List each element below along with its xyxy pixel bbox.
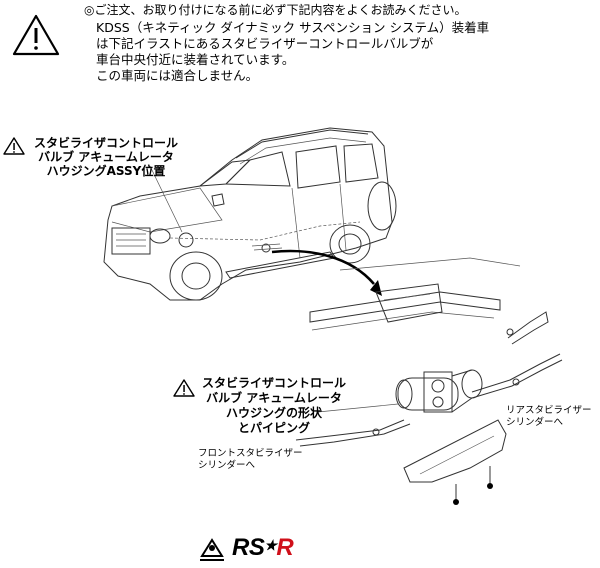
label-valve-shape: スタビライザコントロール バルブ アキュームレータ ハウジングの形状 とパイピン… <box>202 376 347 435</box>
label-valve-position: スタビライザコントロール バルブ アキュームレータ ハウジングASSY位置 <box>34 136 179 178</box>
brand-prefix: RS <box>232 534 265 561</box>
label-rear-cylinder: リアスタビライザー シリンダーへ <box>506 405 592 428</box>
notice-body: KDSS（キネティック ダイナミック サスペンション システム）装着車 は下記イ… <box>96 20 490 83</box>
label-front-cylinder: フロントスタビライザー シリンダーへ <box>198 448 303 471</box>
brand-star: ★ <box>264 537 277 553</box>
notice-heading: ◎ご注文、お取り付けになる前に必ず下記内容をよくお読みください。 <box>84 3 467 17</box>
brand-suffix: R <box>276 534 294 561</box>
brand-logo: RS★R <box>232 534 294 562</box>
